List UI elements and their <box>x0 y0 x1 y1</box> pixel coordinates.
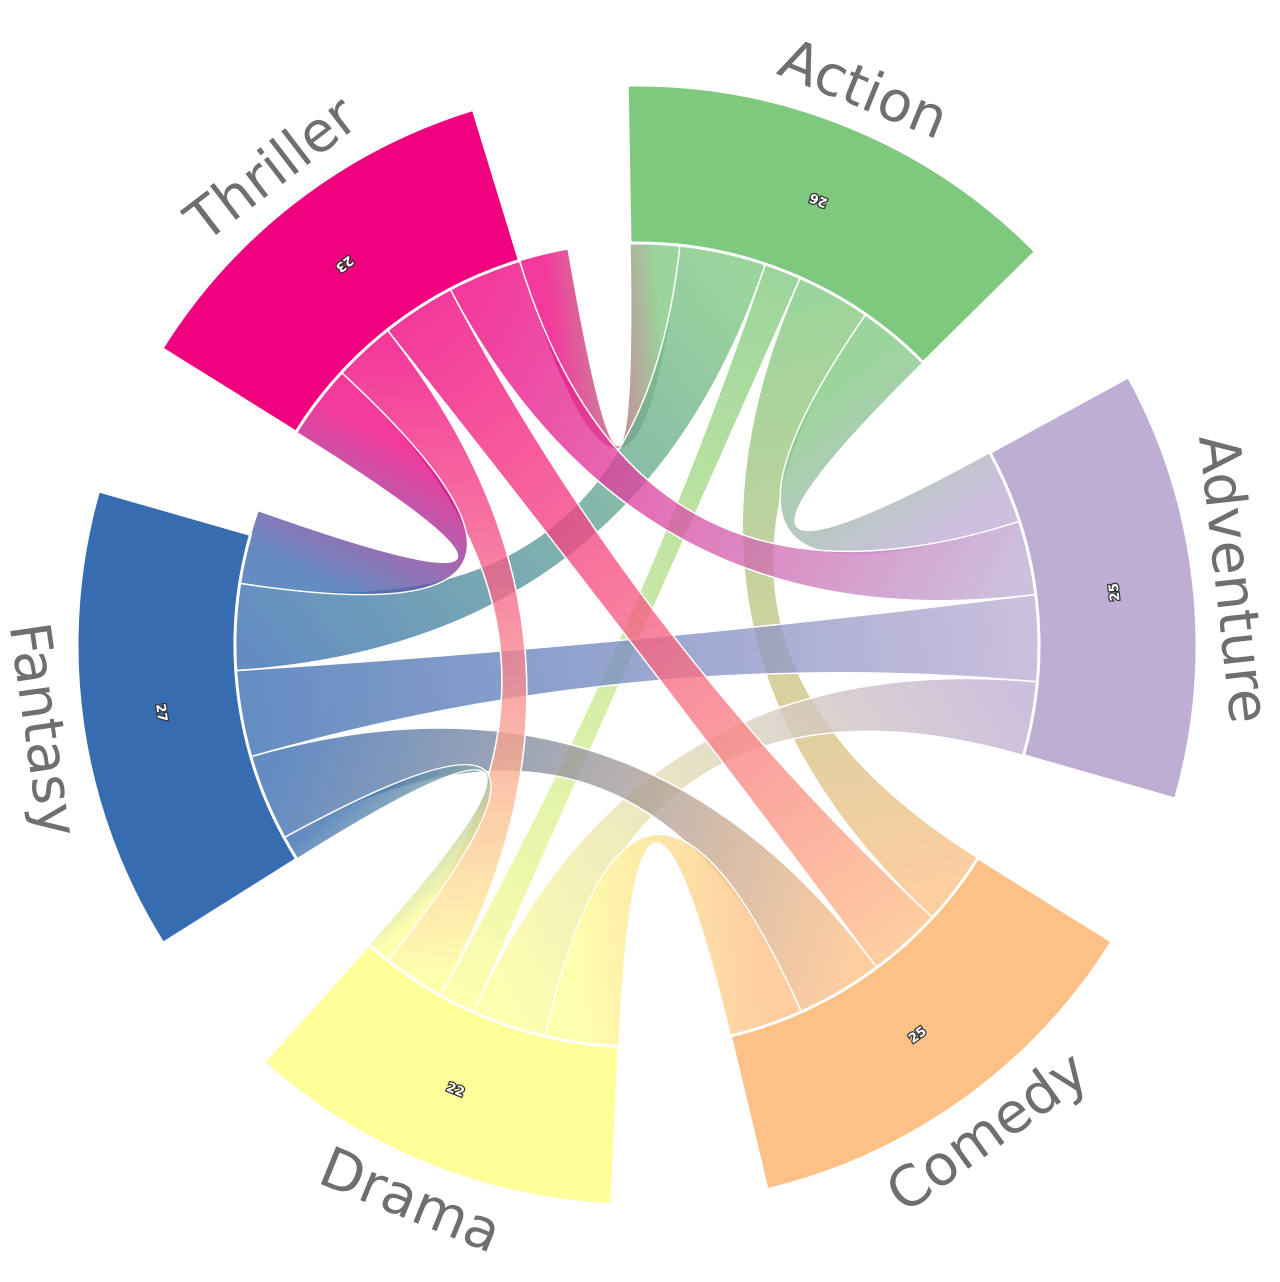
arc-adventure <box>987 374 1199 801</box>
value-label-fantasy: 27 <box>152 703 169 723</box>
arc-action <box>625 83 1038 365</box>
ribbons <box>234 242 1040 1048</box>
value-label-adventure: 25 <box>1107 582 1124 602</box>
arc-comedy <box>728 855 1115 1192</box>
arc-fantasy <box>75 489 299 946</box>
group-arcs <box>75 83 1199 1207</box>
group-label-adventure: Adventure <box>1185 431 1280 726</box>
arc-thriller <box>159 107 522 435</box>
arc-drama <box>261 942 621 1207</box>
